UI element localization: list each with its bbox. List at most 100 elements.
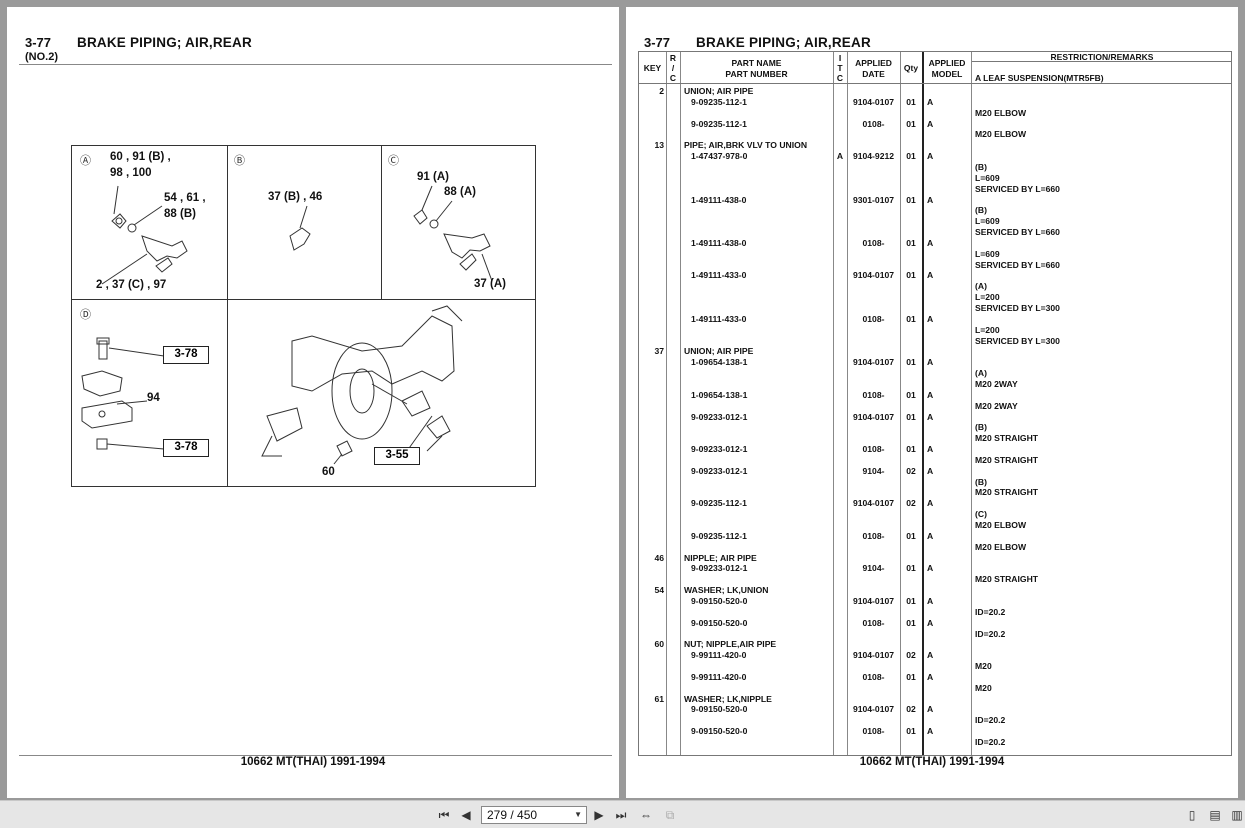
row-remark: SERVICED BY L=660 — [975, 227, 1060, 238]
row-model: A — [927, 411, 934, 422]
row-remark: M20 ELBOW — [975, 520, 1027, 530]
row-remark: (B) — [975, 476, 987, 487]
row-key: 2 — [659, 86, 664, 96]
col-header-rc-3: C — [669, 73, 677, 83]
prev-page-icon[interactable]: ◀ — [461, 808, 471, 822]
row-remark: (B) — [975, 422, 987, 433]
row-key: 46 — [654, 552, 664, 563]
single-page-icon[interactable]: ▯ — [1188, 808, 1196, 822]
row-remark: M20 2WAY — [975, 378, 1018, 389]
row-qty: 02 — [906, 650, 916, 661]
callout-c3: 37 (A) — [474, 278, 506, 290]
callout-c1: 91 (A) — [417, 171, 449, 183]
section-title: BRAKE PIPING; AIR,REAR — [77, 35, 252, 50]
row-date: 0108- — [862, 617, 885, 628]
row-key: 61 — [654, 693, 664, 704]
row-date: 9104-0107 — [852, 595, 895, 606]
row-part: 9-09150-520-0 — [691, 617, 748, 628]
continuous-page-icon[interactable]: ▤ — [1209, 808, 1221, 822]
row-qty: 01 — [906, 270, 916, 281]
row-date: 9104- — [862, 465, 885, 476]
row-model: A — [927, 357, 934, 368]
row-model: A — [927, 671, 934, 682]
col-header-itc-2: T — [837, 63, 843, 73]
row-qty: 01 — [906, 726, 916, 737]
row-qty: 01 — [906, 595, 916, 606]
row-model: A — [927, 444, 934, 455]
cell-label-a: Ⓐ — [80, 155, 91, 167]
ref-box-main[interactable]: 3-55 — [374, 447, 420, 465]
row-date: 9301-0107 — [852, 194, 895, 205]
section-subtitle: (NO.2) — [25, 51, 58, 63]
chevron-down-icon: ▼ — [574, 810, 582, 819]
row-part: 1-49111-438-0 — [691, 237, 747, 248]
row-remark: (B) — [975, 161, 987, 172]
cell-label-b: Ⓑ — [234, 155, 245, 167]
col-header-part-name: PART NAME — [731, 58, 782, 68]
section-title: BRAKE PIPING; AIR,REAR — [696, 35, 871, 50]
first-page-icon[interactable]: ⏮ — [438, 808, 450, 822]
col-header-part-number: PART NUMBER — [725, 69, 788, 79]
row-date: 0108- — [862, 530, 885, 541]
row-part: NUT; NIPPLE,AIR PIPE — [684, 639, 777, 650]
callout-a5: 2 , 37 (C) , 97 — [96, 279, 167, 291]
fit-width-icon[interactable]: ⇔ — [640, 808, 652, 822]
row-key: 60 — [654, 639, 664, 650]
callout-d1: 94 — [147, 392, 160, 404]
row-date: 9104- — [862, 563, 885, 574]
next-page-icon[interactable]: ▶ — [594, 808, 604, 822]
row-part: 9-09150-520-0 — [691, 726, 748, 737]
header-rule — [19, 64, 612, 65]
row-model: A — [927, 118, 934, 129]
row-part: 9-99111-420-0 — [691, 650, 747, 661]
two-page-icon[interactable]: ▥ — [1231, 808, 1243, 822]
row-key: 37 — [654, 346, 664, 357]
row-model: A — [927, 270, 934, 281]
page-right: 3-77 BRAKE PIPING; AIR,REAR KEY R / C PA… — [626, 7, 1238, 798]
row-model: A — [927, 194, 934, 205]
row-qty: 01 — [906, 530, 916, 541]
col-header-qty: Qty — [903, 63, 919, 73]
row-part: 9-09150-520-0 — [691, 595, 748, 606]
callout-main1: 60 — [322, 466, 335, 478]
row-remark: L=609 — [975, 216, 1000, 227]
row-remark: ID=20.2 — [975, 628, 1006, 639]
row-part: PIPE; AIR,BRK VLV TO UNION — [684, 140, 808, 151]
row-qty: 01 — [906, 118, 916, 129]
row-model: A — [927, 595, 934, 606]
row-qty: 01 — [906, 237, 916, 248]
row-date: 0108- — [862, 671, 885, 682]
row-remark: SERVICED BY L=300 — [975, 335, 1060, 346]
viewer-toolbar: ⏮ ◀ 279 / 450 ▼ ▶ ⏭ ⇔ ⧉ ▯ ▤ ▥ — [0, 800, 1245, 828]
page-footer: 10662 MT(THAI) 1991-1994 — [240, 756, 386, 768]
callout-c2: 88 (A) — [444, 186, 476, 198]
document-viewer[interactable]: 3-77 BRAKE PIPING; AIR,REAR (NO.2) Ⓐ Ⓑ Ⓒ… — [0, 0, 1245, 800]
ref-box-d-bottom[interactable]: 3-78 — [163, 439, 209, 457]
fit-page-icon[interactable]: ⧉ — [665, 808, 675, 822]
row-part: 9-09235-112-1 — [691, 96, 747, 107]
row-part: 9-09233-012-1 — [691, 465, 748, 476]
ref-box-d-top[interactable]: 3-78 — [163, 346, 209, 364]
exploded-diagram: Ⓐ Ⓑ Ⓒ Ⓓ — [71, 145, 536, 487]
row-qty: 01 — [906, 194, 916, 205]
row-part: 9-09235-112-1 — [691, 530, 747, 541]
row-date: 9104-0107 — [852, 650, 895, 661]
row-remark: L=609 — [975, 172, 1000, 183]
col-header-applied-date-1: APPLIED — [855, 58, 892, 68]
row-remark: M20 STRAIGHT — [975, 487, 1039, 498]
row-part: 1-49111-433-0 — [691, 270, 747, 281]
col-header-rc-1: R — [669, 53, 677, 63]
row-remark: (C) — [975, 509, 987, 520]
row-part: 9-09235-112-1 — [691, 118, 747, 129]
row-part: 1-09654-138-1 — [691, 389, 748, 400]
page-number-select[interactable]: 279 / 450 ▼ — [481, 806, 587, 824]
row-model: A — [927, 563, 934, 574]
last-page-icon[interactable]: ⏭ — [615, 808, 627, 822]
row-qty: 01 — [906, 96, 916, 107]
col-header-itc-1: I — [838, 53, 842, 63]
row-itc: A — [836, 151, 844, 162]
row-remark: SERVICED BY L=300 — [975, 303, 1060, 313]
row-model: A — [927, 704, 934, 715]
row-remark: SERVICED BY L=660 — [975, 259, 1060, 270]
row-remark: (B) — [975, 205, 987, 216]
